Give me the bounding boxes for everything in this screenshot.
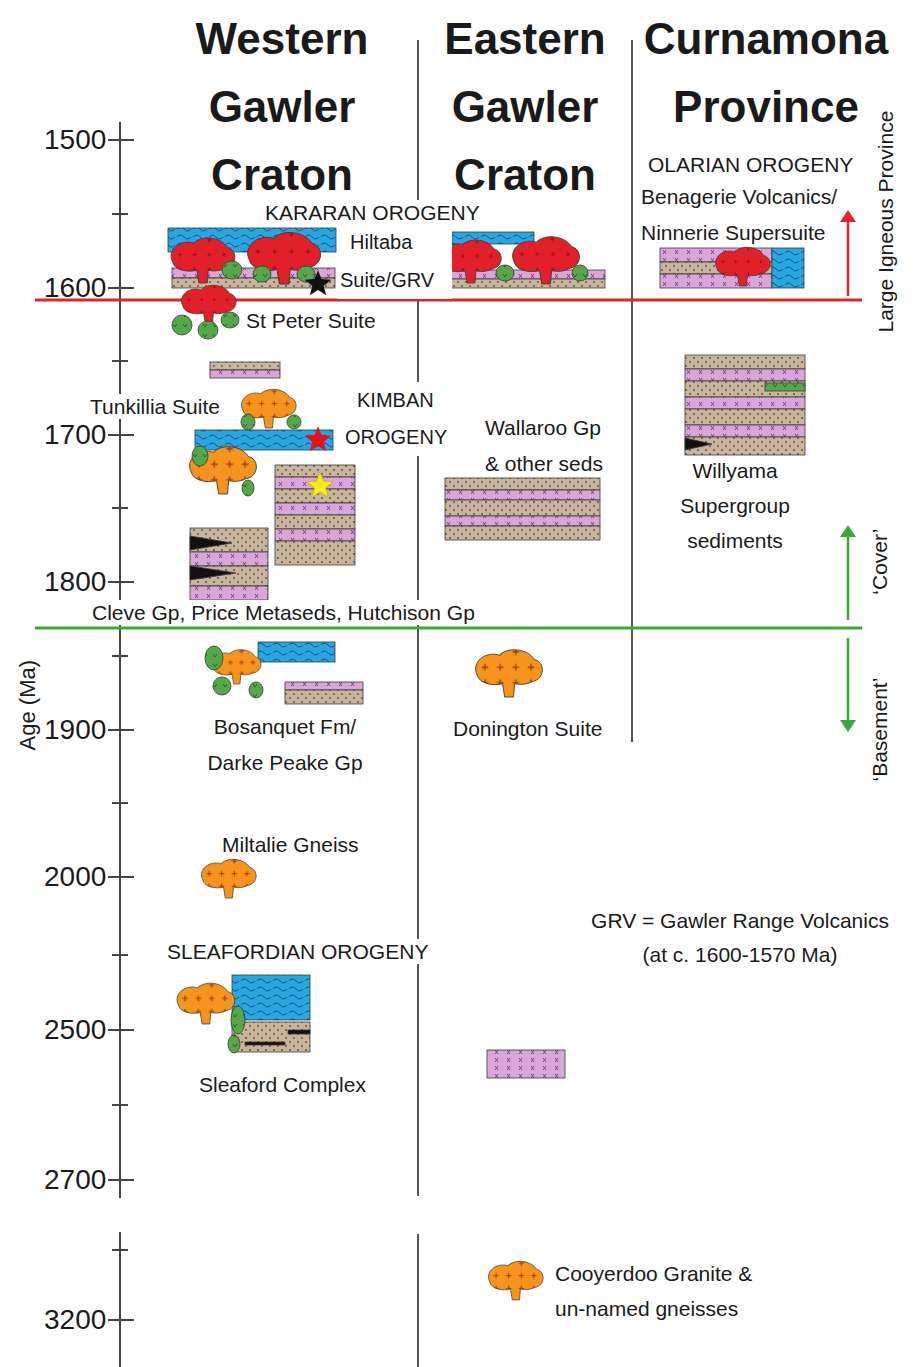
sample-star [305, 426, 332, 451]
side-label: ‘Basement’ [867, 678, 892, 782]
orogeny-label: KARARAN OROGENY [263, 200, 482, 225]
unit-label: Willyama Supergroup sediments [660, 453, 810, 558]
axis-tick-label: 2500 [44, 1013, 106, 1047]
axis-tick-label: 1700 [44, 418, 106, 452]
age-axis [108, 122, 134, 1367]
side-label: Large Igneous Province [873, 111, 898, 333]
unit-label: Miltalie Gneiss [222, 832, 359, 857]
axis-tick-label: 2700 [44, 1163, 106, 1197]
axis-tick-label: 1500 [44, 123, 106, 157]
column-header: Eastern Gawler Craton [425, 5, 625, 209]
axis-title: Age (Ma) [15, 660, 41, 750]
unit-label: Cooyerdoo Granite & un-named gneisses [555, 1256, 770, 1326]
note: GRV = Gawler Range Volcanics (at c. 1600… [580, 904, 900, 972]
cover-basement-line [35, 627, 862, 630]
axis-tick-label: 1800 [44, 565, 106, 599]
axis-tick-label: 1900 [44, 713, 106, 747]
lip-arrow [840, 210, 856, 296]
unit-label: Benagerie Volcanics/ Ninnerie Supersuite [641, 179, 871, 251]
cover-arrow [840, 525, 856, 620]
unit-label: Hiltaba Suite/GRV [338, 223, 452, 299]
unit-label: Donington Suite [453, 716, 602, 741]
unit-label: Wallaroo Gp & other seds [485, 410, 615, 482]
rock-units [168, 228, 805, 1300]
column-header: Curnamona Province [636, 5, 896, 141]
orogeny-label: SLEAFORDIAN OROGENY [165, 939, 430, 964]
orogeny-label: OLARIAN OROGENY [648, 152, 853, 177]
side-label: ‘Cover’ [867, 529, 892, 595]
axis-tick-label: 2000 [44, 860, 106, 894]
unit-label: Sleaford Complex [199, 1072, 366, 1097]
axis-tick-label: 3200 [44, 1303, 106, 1337]
axis-tick-label: 1600 [44, 271, 106, 305]
unit-label: St Peter Suite [246, 308, 376, 333]
column-header: Western Gawler Craton [162, 5, 402, 209]
unit-label: Cleve Gp, Price Metaseds, Hutchison Gp [90, 600, 477, 625]
orogeny-label: KIMBAN OROGENY [343, 382, 457, 456]
unit-label: Tunkillia Suite [88, 394, 222, 419]
sample-star [305, 270, 332, 295]
basement-arrow [840, 638, 856, 732]
sample-star [307, 472, 334, 497]
unit-label: Bosanquet Fm/ Darke Peake Gp [195, 709, 375, 781]
